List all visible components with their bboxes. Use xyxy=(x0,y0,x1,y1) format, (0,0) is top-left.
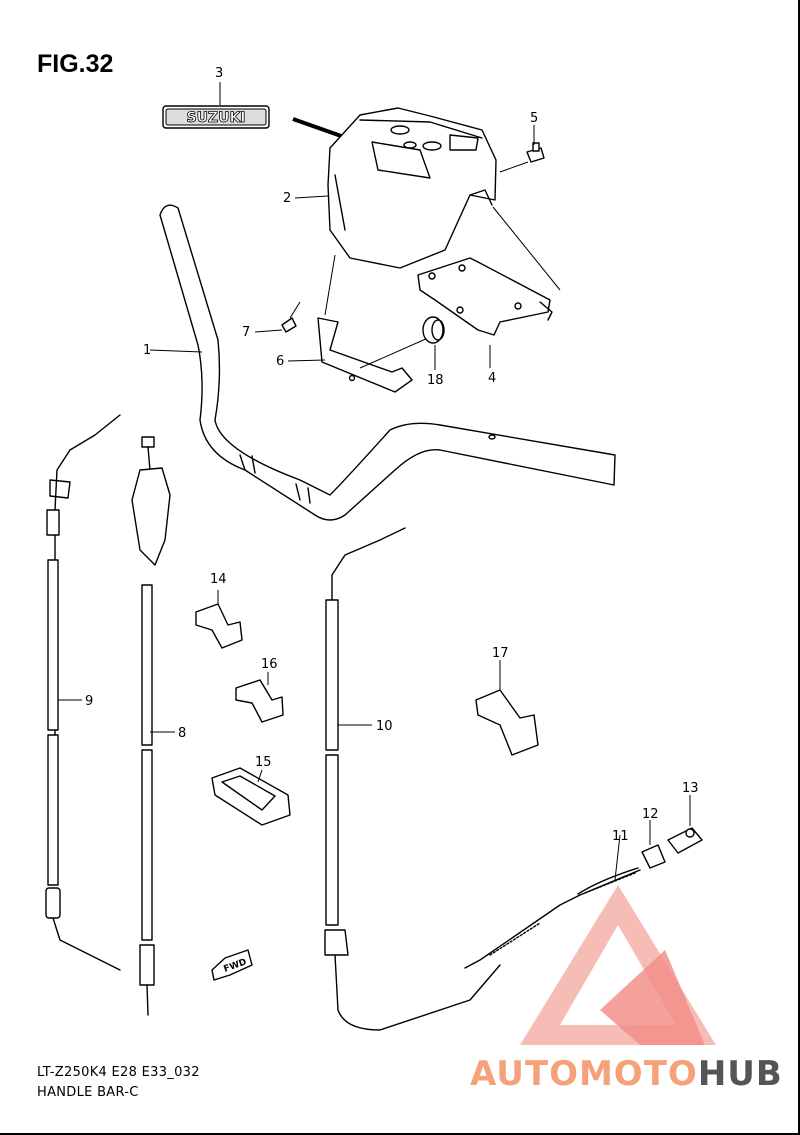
grommet-18 xyxy=(422,316,445,344)
emblem-text: SUZUKI xyxy=(186,110,245,126)
callout-4: 4 xyxy=(488,371,496,386)
callout-17: 17 xyxy=(492,646,509,661)
clip-15 xyxy=(211,767,291,826)
svg-text:AUTOMOTOHUB: AUTOMOTOHUB xyxy=(470,1054,783,1094)
watermark-logo xyxy=(520,885,716,1045)
lower-bracket xyxy=(317,317,429,393)
joint-13 xyxy=(667,795,703,854)
callout-18: 18 xyxy=(427,373,444,388)
section-name: HANDLE BAR-C xyxy=(37,1085,139,1100)
cable-9 xyxy=(45,414,121,971)
clamp-14 xyxy=(195,590,243,649)
callout-7: 7 xyxy=(242,325,250,340)
cover-bracket xyxy=(417,257,553,336)
model-code: LT-Z250K4 E28 E33_032 xyxy=(37,1065,200,1080)
screw-5 xyxy=(499,142,545,173)
callout-12: 12 xyxy=(642,807,659,822)
callout-16: 16 xyxy=(261,657,278,672)
handlebar-cover xyxy=(324,107,561,316)
figure-title: FIG.32 xyxy=(37,50,114,78)
cable-8 xyxy=(131,436,171,1016)
callout-6: 6 xyxy=(276,354,284,369)
callout-5: 5 xyxy=(530,111,538,126)
cable-10 xyxy=(324,527,501,1031)
callout-11: 11 xyxy=(612,829,629,844)
callout-15: 15 xyxy=(255,755,272,770)
leader-lines xyxy=(58,82,535,733)
suzuki-emblem: SUZUKI xyxy=(162,105,362,145)
callout-13: 13 xyxy=(682,781,699,796)
screw-7 xyxy=(281,301,301,333)
callout-3: 3 xyxy=(215,66,223,81)
clamp-16 xyxy=(235,672,284,723)
callout-2: 2 xyxy=(283,191,291,206)
callout-8: 8 xyxy=(178,726,186,741)
brake-rod-11 xyxy=(464,834,641,969)
watermark-text: AUTOMOTOHUB xyxy=(470,1054,783,1094)
callout-14: 14 xyxy=(210,572,227,587)
fwd-arrow-icon: FWD xyxy=(211,949,253,981)
callout-9: 9 xyxy=(85,694,93,709)
clamp-17 xyxy=(475,660,539,756)
joint-12 xyxy=(641,820,666,869)
watermark-part1: AUTOMOTO xyxy=(470,1054,698,1094)
callout-labels: 1 2 3 4 5 6 7 8 9 10 11 12 13 14 15 16 1… xyxy=(85,66,699,844)
callout-1: 1 xyxy=(143,343,151,358)
callout-10: 10 xyxy=(376,719,393,734)
handlebar xyxy=(159,204,616,521)
watermark-part2: HUB xyxy=(698,1054,783,1094)
